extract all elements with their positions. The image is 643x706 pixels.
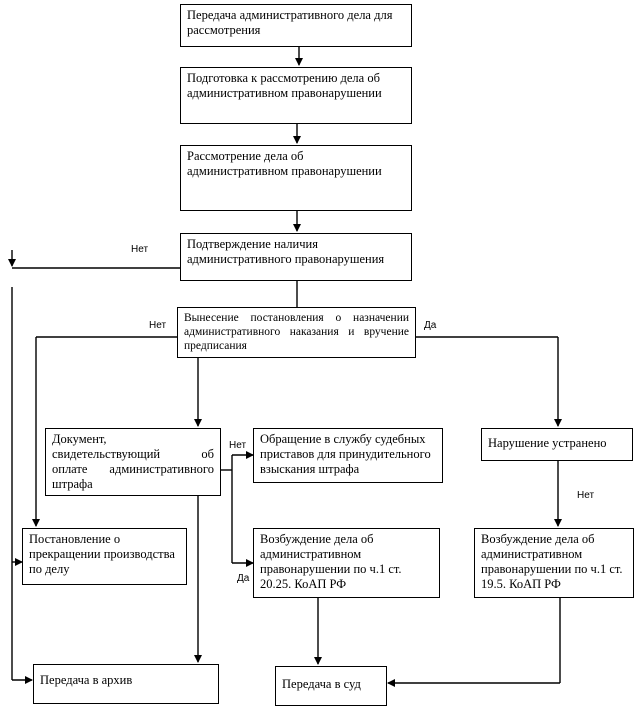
label-no-confirm: Нет [131,244,149,255]
node-prepare-case: Подготовка к рассмотрению дела об админи… [180,67,412,124]
label-no-payment: Нет [229,440,247,451]
label-yes-resolution: Да [424,320,437,331]
label-no-fixed: Нет [577,490,595,501]
label-yes-payment: Да [237,573,250,584]
label-no-resolution: Нет [149,320,167,331]
node-consider-case: Рассмотрение дела об административном пр… [180,145,412,211]
node-payment-document: Документ, свидетельствующий об оплате ад… [45,428,221,496]
node-archive: Передача в архив [33,664,219,704]
node-confirm-violation: Подтверждение наличия административного … [180,233,412,281]
node-case-19-5: Возбуждение дела об административном пра… [474,528,634,598]
node-court: Передача в суд [275,666,387,706]
node-transfer-case: Передача административного дела для расс… [180,4,412,47]
node-bailiffs-request: Обращение в службу судебных приставов дл… [253,428,443,483]
node-violation-fixed: Нарушение устранено [481,428,633,461]
node-termination: Постановление о прекращении производства… [22,528,187,585]
node-issue-resolution: Вынесение постановления о назначении адм… [177,307,416,358]
node-case-20-25: Возбуждение дела об административном пра… [253,528,440,598]
